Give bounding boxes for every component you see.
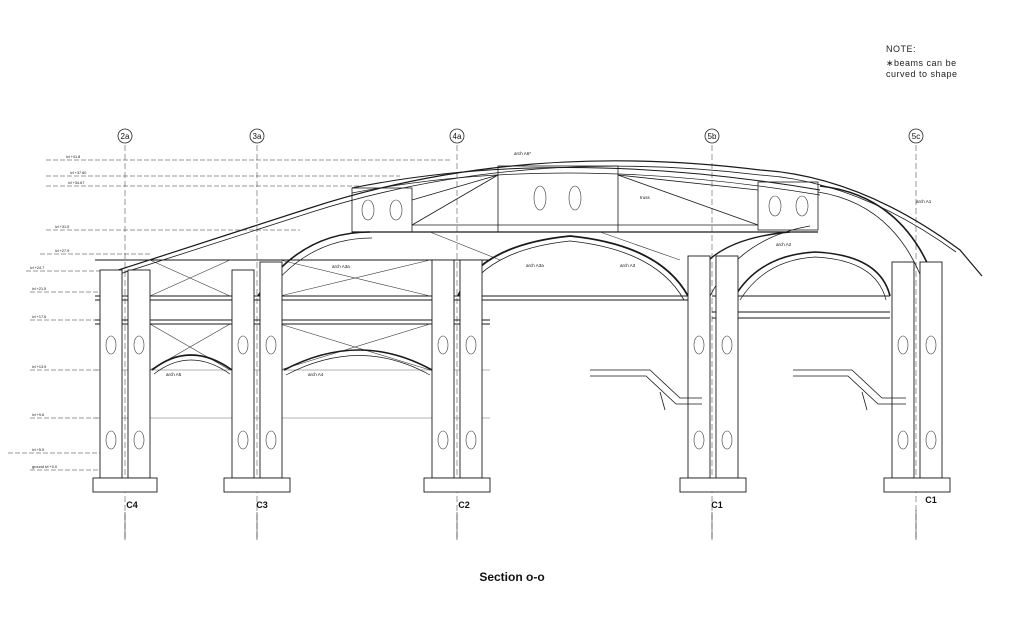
grid-bubble-label: 3a bbox=[253, 132, 262, 141]
column-label: C3 bbox=[256, 500, 268, 510]
grid-bubble: 5c bbox=[908, 128, 924, 144]
level-label: lvl +21.5 bbox=[32, 287, 46, 291]
column-label: C2 bbox=[458, 500, 470, 510]
grid-lines bbox=[124, 145, 917, 540]
note-heading: NOTE: bbox=[886, 44, 917, 54]
drawing-title: Section o-o bbox=[479, 570, 545, 584]
column-label: C1 bbox=[711, 500, 723, 510]
arch-label: arch A4 bbox=[308, 372, 324, 377]
column-label: C4 bbox=[126, 500, 138, 510]
grid-bubble-label: 5c bbox=[912, 132, 920, 141]
arch-label: arch A2 bbox=[776, 242, 792, 247]
arch-label: arch A3a bbox=[526, 263, 544, 268]
level-label: lvl +9.6 bbox=[32, 413, 44, 417]
level-label: lvl +13.9 bbox=[32, 365, 46, 369]
level-label: lvl +41.8 bbox=[66, 155, 80, 159]
grid-bubble: 5b bbox=[704, 128, 720, 144]
arch-labels: arch A5 arch A4 arch A3a arch A3a arch A… bbox=[166, 151, 932, 377]
note-line: ∗beams can be bbox=[886, 58, 957, 68]
columns bbox=[92, 255, 951, 493]
arch-label: arch A5 bbox=[166, 372, 182, 377]
level-label: lvl +27.9 bbox=[55, 249, 69, 253]
level-lines bbox=[8, 159, 450, 471]
column-c3 bbox=[223, 261, 291, 493]
column-label: C1 bbox=[925, 495, 937, 505]
level-label: lvl +5.5 bbox=[32, 448, 44, 452]
roof-outline bbox=[99, 160, 983, 280]
arch-label: arch A3a bbox=[332, 264, 350, 269]
column-c1-left bbox=[679, 255, 747, 493]
level-label: ground lvl +0.0 bbox=[32, 465, 57, 469]
grid-bubble: 2a bbox=[117, 128, 133, 144]
arch-label: truss bbox=[640, 195, 651, 200]
stairs bbox=[590, 369, 906, 411]
grid-bubble-label: 5b bbox=[708, 132, 717, 141]
column-ornaments bbox=[105, 185, 937, 450]
level-label: lvl +17.6 bbox=[32, 315, 46, 319]
level-label: lvl +24.7 bbox=[30, 266, 44, 270]
upper-truss bbox=[351, 165, 819, 233]
column-c4 bbox=[92, 269, 158, 493]
arch-label: arch A1 bbox=[916, 199, 932, 204]
column-labels: C4 C3 C2 C1 C1 bbox=[126, 495, 937, 510]
level-label: lvl +31.5 bbox=[55, 225, 69, 229]
cross-bracing bbox=[149, 231, 681, 371]
arch-label: arch A6* bbox=[514, 151, 531, 156]
column-c1-right bbox=[883, 261, 951, 493]
column-c2 bbox=[423, 259, 491, 493]
grid-bubble-label: 2a bbox=[121, 132, 130, 141]
level-label: lvl +37.60 bbox=[70, 171, 86, 175]
note-box: NOTE: ∗beams can be curved to shape bbox=[886, 44, 958, 80]
column-ref-lines bbox=[124, 510, 917, 540]
grid-bubble: 4a bbox=[449, 128, 465, 144]
grid-bubble-label: 4a bbox=[453, 132, 462, 141]
level-label: lvl +34.67 bbox=[68, 181, 84, 185]
note-line: curved to shape bbox=[886, 69, 958, 79]
horizontal-beams bbox=[95, 259, 890, 419]
grid-bubble: 3a bbox=[249, 128, 265, 144]
arch-label: arch A3 bbox=[620, 263, 636, 268]
level-labels: lvl +41.8 lvl +37.60 lvl +34.67 lvl +31.… bbox=[30, 155, 86, 469]
